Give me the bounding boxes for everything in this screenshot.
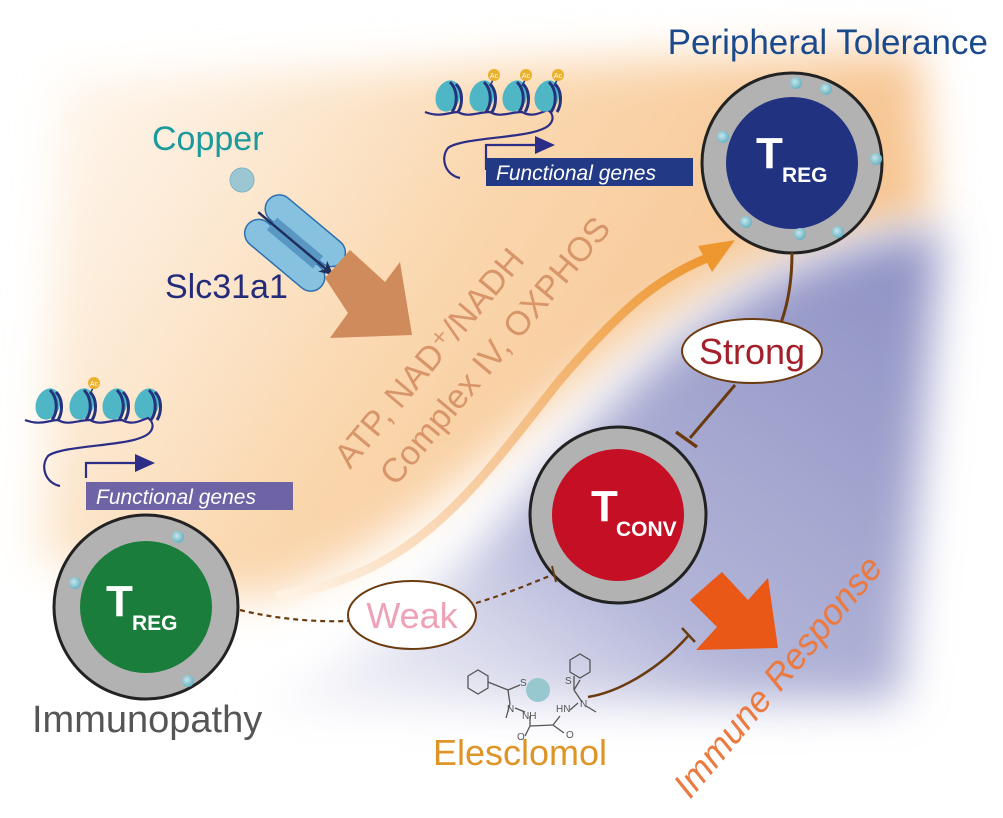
copper-dot [172,531,184,543]
copper-label: Copper [152,120,264,158]
tconv-cell[interactable]: T CONV [528,425,708,605]
elesclomol-molecule-icon [467,653,597,737]
svg-text:HN: HN [556,704,570,715]
tconv-sub: CONV [616,518,677,541]
copper-effect-arrow [325,250,412,338]
svg-text:Ac: Ac [90,381,99,388]
copper-ion-bound [526,678,550,702]
title-peripheral-tolerance: Peripheral Tolerance [668,23,988,62]
strong-label: Strong [699,331,805,372]
copper-dot [790,77,802,89]
immunopathy-label: Immunopathy [32,699,262,741]
bottom-functional-genes-box [86,482,293,510]
copper-dot [717,131,729,143]
treg-bottom-main: T [106,577,133,626]
svg-text:Ac: Ac [554,73,563,80]
top-functional-genes-box [486,158,693,186]
elesclomol-inhibition-line [587,635,689,699]
treg-top-main: T [756,129,783,178]
slc31a1-label: Slc31a1 [165,268,288,306]
bottom-functional-genes-label: Functional genes [96,486,256,509]
weak-inhibition-bar [551,565,557,583]
svg-text:S: S [565,676,572,687]
bottom-transcription-arrow [84,461,135,478]
weak-inhibition-line [239,608,349,623]
copper-dot [870,153,882,165]
treg-cell-immunopathy[interactable]: T REG [52,513,240,701]
weak-label: Weak [366,595,458,636]
svg-text:Ac: Ac [522,73,531,80]
svg-text:Ac: Ac [490,73,499,80]
strong-inhibition-bar [674,430,699,449]
metabolic-boost-curve [275,250,720,600]
svg-text:S: S [520,678,527,689]
copper-dot [820,83,832,95]
treg-bottom-sub: REG [132,612,178,635]
weak-label-ellipse [347,580,477,650]
acetyl-mark: Ac [88,377,100,389]
acetyl-mark: Ac [488,69,500,81]
strong-inhibition-line [688,384,737,439]
copper-dot [794,228,806,240]
elesclomol-label: Elesclomol [433,732,607,773]
elesclomol-inhibition-bar [681,627,696,643]
top-functional-genes-label: Functional genes [496,162,656,185]
tconv-main: T [591,482,618,531]
strong-label-ellipse [681,318,823,384]
weak-inhibition-line [475,573,553,605]
top-chromatin-icon [424,77,562,180]
acetyl-mark: Ac [552,69,564,81]
treg-cell-tolerance[interactable]: T REG [700,71,884,255]
svg-text:N: N [507,704,514,715]
acetyl-mark: Ac [520,69,532,81]
molecule-atom-labels: S N NH O HN S N O [507,676,587,743]
copper-dot [69,577,81,589]
treg-top-sub: REG [782,164,828,187]
bottom-transcription-arrowhead [135,454,155,472]
copper-dot [832,226,844,238]
copper-ion [229,167,255,193]
top-transcription-arrowhead [535,136,555,154]
immune-response-arrow [690,572,778,650]
svg-text:NH: NH [522,711,536,722]
copper-dot [740,216,752,228]
svg-text:O: O [566,730,574,741]
svg-text:N: N [580,699,587,710]
copper-dot [182,675,194,687]
slc31a1-transporter-icon [243,194,347,292]
svg-text:O: O [517,732,525,743]
metabolic-boost-arrowhead [698,240,735,272]
